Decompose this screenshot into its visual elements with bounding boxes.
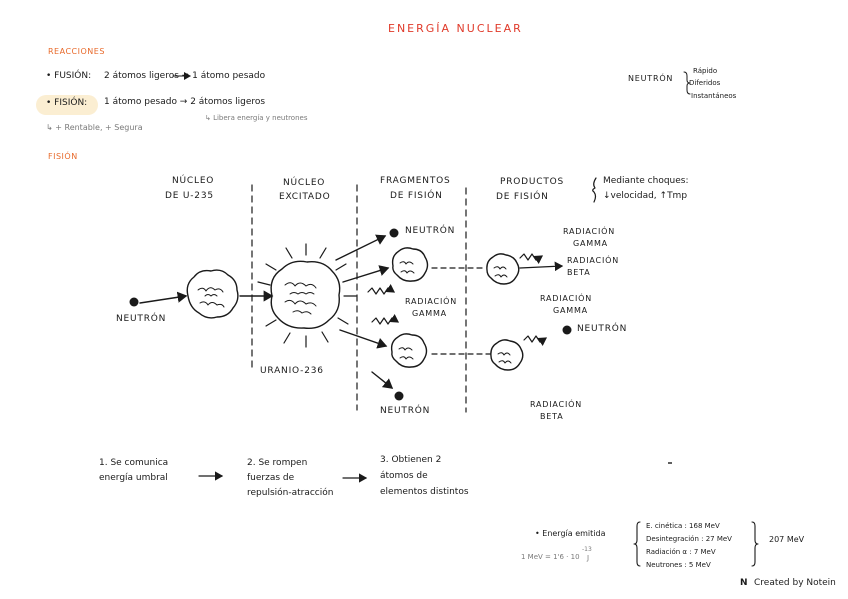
energy-brace-left xyxy=(633,521,641,567)
energy-conversion: 1 MeV = 1'6 · 10 xyxy=(521,553,580,561)
gamma-wave-bottom xyxy=(371,314,399,325)
watermark-text: Created by Notein xyxy=(754,578,836,588)
notein-logo-icon: N xyxy=(740,578,747,588)
fision-sub: ↳ Libera energía y neutrones xyxy=(205,114,308,122)
product-top xyxy=(486,253,520,285)
right-gamma-bottom-line1: RADIACIÓN xyxy=(540,294,592,303)
choques-brace xyxy=(592,177,597,203)
col3-title-line2: DE FISIÓN xyxy=(390,191,443,201)
neutron-type-3: Instantáneos xyxy=(691,92,737,100)
step1-line1: 1. Se comunica xyxy=(99,458,169,468)
right-beta-top-line1: RADIACIÓN xyxy=(567,256,619,265)
fragment-top-texture xyxy=(399,261,415,274)
step3-line2: átomos de xyxy=(380,471,428,481)
energy-item-2: Desintegración : 27 MeV xyxy=(646,535,732,543)
choques-line1: Mediante choques: xyxy=(603,176,689,186)
gamma-mid-line1: RADIACIÓN xyxy=(405,297,457,306)
neutron-bottom-dot xyxy=(394,391,404,401)
fragment-top xyxy=(391,247,429,282)
neutron-type-2: Diferidos xyxy=(689,79,721,87)
right-neutron-dot xyxy=(562,325,572,335)
col4-title-line2: DE FISIÓN xyxy=(496,192,549,202)
right-beta-bottom-line1: RADIACIÓN xyxy=(530,400,582,409)
fragment-bottom xyxy=(390,333,428,368)
choques-line2: ↓velocidad, ↑Tmp xyxy=(603,191,688,201)
energy-conversion-exp: -13 xyxy=(582,546,592,553)
neutron-top-label: NEUTRÓN xyxy=(405,226,456,236)
fision-label: • FISIÓN: xyxy=(46,98,88,108)
right-gamma-bottom-line2: GAMMA xyxy=(553,306,588,315)
step1-line2: energía umbral xyxy=(99,473,168,483)
arrow-to-fragment-top xyxy=(342,265,390,283)
step3-line3: elementos distintos xyxy=(380,487,469,497)
neutron-in-dot xyxy=(129,297,139,307)
neutron-type-1: Rápido xyxy=(693,67,718,75)
neutron-in-label: NEUTRÓN xyxy=(116,314,167,324)
fusion-label: • FUSIÓN: xyxy=(46,71,92,81)
right-beta-bottom-line2: BETA xyxy=(540,412,564,421)
fision-note: ↳ + Rentable, + Segura xyxy=(46,123,143,132)
product-top-texture xyxy=(493,266,508,278)
beta-arrow-right-top xyxy=(519,261,564,272)
fission-heading: FISIÓN xyxy=(48,152,78,161)
u235-texture xyxy=(197,287,225,308)
gamma-wave-top xyxy=(367,284,395,295)
energy-item-4: Neutrones : 5 MeV xyxy=(646,561,711,569)
arrow-to-fragment-bottom xyxy=(339,329,388,349)
energy-label: • Energía emitida xyxy=(535,529,606,538)
col1-title-line2: DE U-235 xyxy=(165,191,214,201)
product-bottom-texture xyxy=(497,352,512,364)
step2-line2: fuerzas de xyxy=(247,473,295,483)
energy-item-3: Radiación α : 7 MeV xyxy=(646,548,716,556)
step2-line3: repulsión-atracción xyxy=(247,488,334,498)
excitation-rays xyxy=(257,243,357,348)
col1-title-line1: NÚCLEO xyxy=(172,176,215,186)
step2-line1: 2. Se rompen xyxy=(247,458,308,468)
step3-line1: 3. Obtienen 2 xyxy=(380,455,442,465)
energy-brace-right xyxy=(751,521,759,567)
right-beta-top-line2: BETA xyxy=(567,268,591,277)
right-gamma-top-line2: GAMMA xyxy=(573,239,608,248)
excited-texture xyxy=(284,282,317,315)
neutron-bottom-label: NEUTRÓN xyxy=(380,406,431,416)
energy-conversion-unit: J xyxy=(587,554,590,562)
neutron-dots xyxy=(129,228,572,401)
uranio-label: URANIO-236 xyxy=(260,366,324,376)
energy-item-1: E. cinética : 168 MeV xyxy=(646,522,720,530)
product-bottom xyxy=(490,339,524,371)
right-neutron-label: NEUTRÓN xyxy=(577,324,628,334)
right-gamma-top-line1: RADIACIÓN xyxy=(563,227,615,236)
col4-title-line1: PRODUCTOS xyxy=(500,177,565,187)
neutron-top-dot xyxy=(389,228,399,238)
fragment-bottom-texture xyxy=(398,347,414,360)
col3-title-line1: FRAGMENTOS xyxy=(380,176,451,186)
excited-nucleus xyxy=(270,260,341,330)
arrow-to-neutron-bottom xyxy=(371,371,394,389)
u235-nucleus xyxy=(186,269,239,319)
fision-text: 1 átomo pesado → 2 átomos ligeros xyxy=(104,97,266,107)
neutron-in-arrow xyxy=(139,291,188,304)
col2-title-line1: NÚCLEO xyxy=(283,178,326,188)
page-title: ENERGÍA NUCLEAR xyxy=(388,22,523,35)
gamma-mid-line2: GAMMA xyxy=(412,309,447,318)
fision-highlight xyxy=(36,95,98,115)
gamma-wave-right-top xyxy=(519,253,543,264)
neutron-types-label: NEUTRÓN xyxy=(628,74,674,83)
neutron-brace xyxy=(683,71,691,95)
energy-total: 207 MeV xyxy=(769,535,805,544)
col2-title-line2: EXCITADO xyxy=(279,192,331,202)
gamma-wave-right-bottom xyxy=(523,335,547,346)
reactions-heading: REACCIONES xyxy=(48,47,105,56)
arrow-to-neutron-top xyxy=(335,234,387,261)
